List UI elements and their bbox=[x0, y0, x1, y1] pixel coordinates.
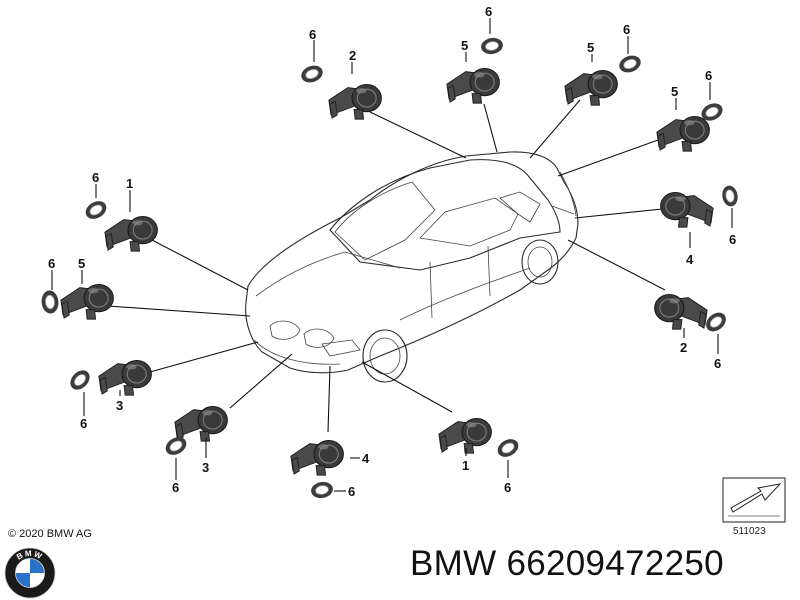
callout-label: 5 bbox=[461, 38, 468, 53]
park-distance-sensor-icon bbox=[654, 293, 708, 330]
sensor-seal-ring-icon bbox=[479, 35, 505, 57]
park-distance-sensor-icon bbox=[656, 115, 710, 152]
park-distance-sensor-icon bbox=[564, 69, 618, 106]
callout-label: 6 bbox=[729, 232, 736, 247]
drawing-number: 511023 bbox=[733, 526, 766, 537]
callout-label: 6 bbox=[348, 484, 355, 499]
callout-label: 6 bbox=[309, 27, 316, 42]
callout-label: 6 bbox=[48, 256, 55, 271]
callout-label: 3 bbox=[116, 398, 123, 413]
park-distance-sensor-icon bbox=[104, 215, 158, 252]
callout-label: 6 bbox=[485, 4, 492, 19]
callout-label: 1 bbox=[462, 458, 469, 473]
car-outline-icon bbox=[245, 151, 579, 383]
park-distance-sensor-icon bbox=[174, 405, 228, 442]
callout-label: 5 bbox=[587, 40, 594, 55]
park-distance-sensor-icon bbox=[438, 417, 492, 454]
park-distance-sensor-icon bbox=[446, 67, 500, 104]
callout-label: 5 bbox=[671, 84, 678, 99]
sensor-seal-ring-icon bbox=[298, 62, 326, 86]
callout-label: 1 bbox=[126, 176, 133, 191]
callout-label: 5 bbox=[78, 256, 85, 271]
park-distance-sensor-icon bbox=[98, 359, 152, 396]
callout-label: 6 bbox=[80, 416, 87, 431]
svg-text:BMW: BMW bbox=[15, 549, 44, 562]
callout-label: 6 bbox=[623, 22, 630, 37]
sensor-seal-ring-icon bbox=[720, 184, 740, 208]
callout-label: 6 bbox=[714, 356, 721, 371]
sensor-seal-ring-icon bbox=[162, 433, 190, 459]
park-distance-sensor-icon bbox=[290, 439, 344, 476]
sensor-seal-ring-icon bbox=[66, 366, 94, 394]
sensor-seal-ring-icon bbox=[494, 435, 522, 461]
callout-label: 2 bbox=[680, 340, 687, 355]
park-distance-sensor-icon bbox=[60, 283, 114, 320]
leader-lines bbox=[107, 99, 673, 433]
bmw-roundel-logo: BMW bbox=[4, 547, 56, 599]
callout-label: 6 bbox=[92, 170, 99, 185]
callout-label: 2 bbox=[349, 48, 356, 63]
callout-ticks bbox=[51, 18, 733, 492]
callout-label: 4 bbox=[362, 451, 370, 466]
park-distance-sensor-icon bbox=[660, 191, 714, 228]
copyright-text: © 2020 BMW AG bbox=[8, 528, 92, 540]
callout-label: 3 bbox=[202, 460, 209, 475]
callout-label: 4 bbox=[686, 252, 694, 267]
callout-label: 6 bbox=[172, 480, 179, 495]
callout-label: 6 bbox=[705, 68, 712, 83]
sensor-seal-ring-icon bbox=[82, 197, 110, 223]
sensor-seal-ring-icon bbox=[40, 289, 60, 315]
logo-lettering: BMW bbox=[15, 549, 43, 562]
sensor-seal-ring-icon bbox=[309, 479, 335, 501]
callout-label: 6 bbox=[504, 480, 511, 495]
sensor-seal-ring-icon bbox=[616, 52, 644, 76]
callout-labels: 6 2 6 5 5 6 5 6 6 1 6 5 6 4 3 6 2 6 3 6 … bbox=[48, 4, 736, 499]
part-number-title: BMW 66209472250 bbox=[410, 544, 724, 583]
drawing-stamp-arrow-icon bbox=[722, 477, 786, 523]
